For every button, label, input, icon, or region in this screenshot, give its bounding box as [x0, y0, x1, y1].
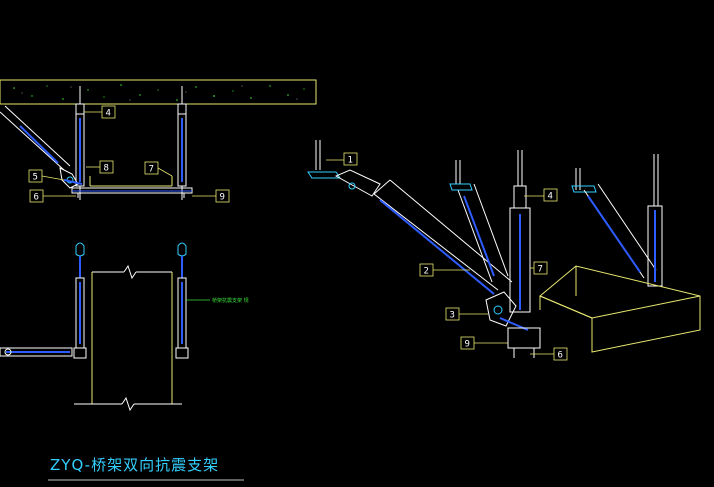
- anchor-bolt-2: [449, 160, 473, 191]
- side-rod-right: [175, 242, 189, 359]
- callout-9-left: 9: [192, 189, 230, 203]
- joint-connector-left: [59, 167, 83, 189]
- callout-3-right: 3: [445, 307, 488, 321]
- green-note: 桥架抗震支架 规: [186, 297, 249, 304]
- svg-text:5: 5: [33, 173, 38, 183]
- svg-text:9: 9: [220, 193, 225, 203]
- callout-7-right: 7: [530, 261, 548, 275]
- joint-cluster: [485, 291, 541, 358]
- diagonal-brace-main: [334, 169, 513, 295]
- svg-text:4: 4: [106, 109, 111, 119]
- side-brace-horizontal: [0, 347, 73, 357]
- callout-1-right: 1: [326, 152, 358, 166]
- diagonal-brace-secondary: [457, 183, 509, 283]
- callout-6-right: 6: [530, 347, 568, 361]
- svg-text:4: 4: [548, 192, 553, 202]
- svg-text:9: 9: [465, 340, 470, 350]
- svg-text:6: 6: [558, 351, 563, 361]
- callout-4-right: 4: [524, 188, 558, 202]
- seismic-brace-left: [0, 105, 71, 171]
- callout-5-left: 5: [28, 169, 65, 183]
- back-rod: [571, 154, 663, 287]
- svg-text:6: 6: [34, 193, 39, 203]
- elevation-view: 4 5 8 7 6 9: [0, 79, 317, 203]
- drawing-title-text: ZYQ-桥架双向抗震支架: [50, 456, 219, 474]
- callout-7-left: 7: [144, 161, 173, 177]
- callout-6-left: 6: [29, 189, 76, 203]
- cable-tray-isometric: [539, 265, 701, 353]
- side-rod-left: [73, 242, 87, 359]
- callout-2-right: 2: [419, 263, 470, 277]
- isometric-view: 1 4 2 7 3 9 6: [307, 140, 701, 361]
- drawing-title: ZYQ-桥架双向抗震支架: [48, 456, 244, 481]
- svg-text:2: 2: [424, 267, 429, 277]
- svg-text:7: 7: [149, 165, 154, 175]
- ceiling-slab: [0, 79, 317, 105]
- svg-text:1: 1: [348, 156, 353, 166]
- tray-section: [74, 264, 182, 412]
- cable-tray-elevation: [89, 176, 173, 187]
- callout-9-right: 9: [460, 336, 508, 350]
- svg-text:7: 7: [538, 265, 543, 275]
- hanger-rod-right: [177, 86, 187, 200]
- channel-crossbar: [71, 187, 193, 198]
- anchor-bolt-1: [307, 140, 341, 179]
- side-view: 桥架抗震支架 规: [0, 242, 249, 412]
- callout-4-left: 4: [84, 105, 116, 119]
- svg-text:8: 8: [104, 164, 109, 174]
- vertical-column-main: [509, 150, 531, 313]
- svg-text:3: 3: [450, 311, 455, 321]
- svg-text:桥架抗震支架 规: 桥架抗震支架 规: [212, 297, 249, 304]
- callout-8-left: 8: [86, 160, 114, 174]
